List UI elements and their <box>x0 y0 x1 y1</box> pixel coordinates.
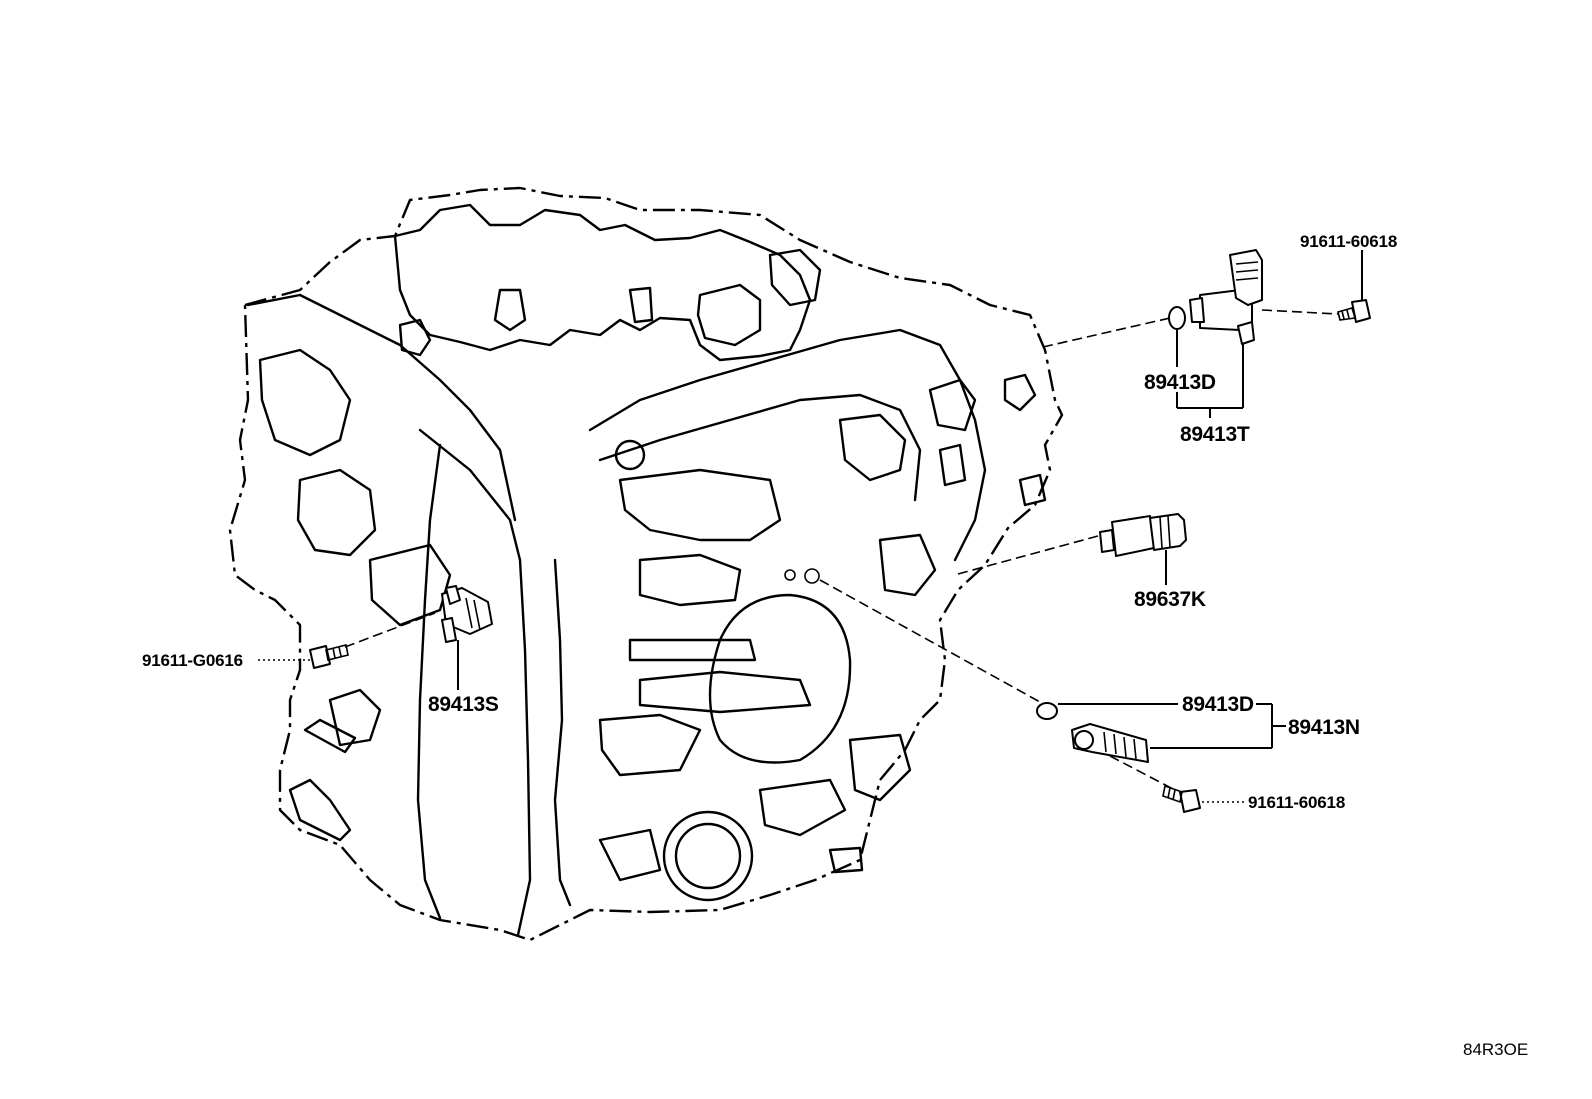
transaxle-housing <box>228 186 1064 942</box>
label-sensor-left: 89413S <box>428 693 499 716</box>
pressure-switch <box>1099 513 1187 557</box>
label-oring-top: 89413D <box>1144 371 1216 394</box>
diagram-code: 84R3OE <box>1463 1040 1528 1059</box>
pressure-switch-group <box>957 513 1187 585</box>
label-bolt-left: 91611-G0616 <box>142 651 243 670</box>
sensor-89413T-group <box>1042 249 1371 418</box>
sensor-89413S-group <box>258 585 493 690</box>
label-bolt-bottom-right: 91611-60618 <box>1248 793 1345 812</box>
label-sensor-bottom-assy: 89413N <box>1288 716 1360 739</box>
label-bolt-top-right: 91611-60618 <box>1300 232 1397 251</box>
o-ring-bottom <box>1036 702 1058 720</box>
o-ring-top <box>1168 306 1186 330</box>
speed-sensor-left <box>441 585 493 643</box>
speed-sensor-top <box>1189 249 1263 345</box>
label-sensor-top-assy: 89413T <box>1180 423 1250 446</box>
speed-sensor-bottom <box>1071 723 1149 763</box>
label-pressure-switch: 89637K <box>1134 588 1206 611</box>
bolt-bottom-right <box>1162 784 1201 813</box>
label-oring-bottom: 89413D <box>1182 693 1254 716</box>
bolt-left <box>309 644 349 669</box>
sensor-89413N-group <box>819 579 1286 813</box>
bolt-top-right <box>1337 299 1371 323</box>
